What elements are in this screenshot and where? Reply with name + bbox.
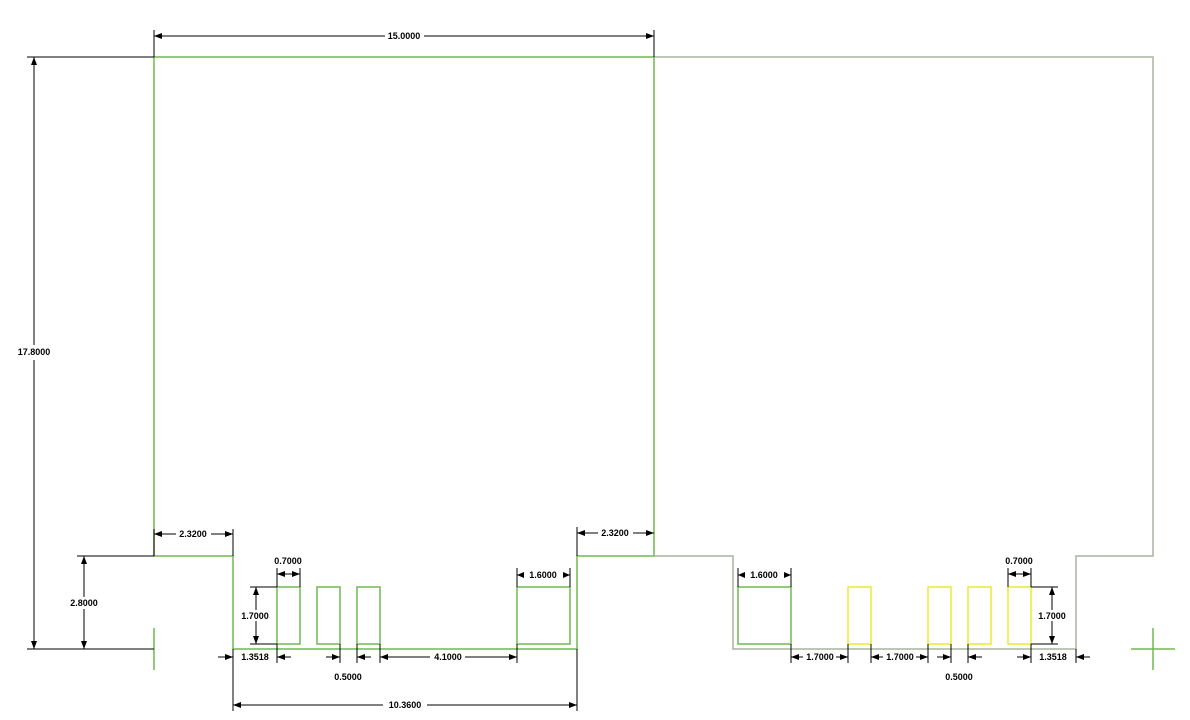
left-slot-group	[276, 586, 571, 645]
dim-left-slot-height: 1.7000	[241, 586, 277, 645]
dim-step-height-label: 2.8000	[70, 598, 98, 608]
dim-slot-to-pad-label: 4.1000	[434, 652, 462, 662]
dim-left-slot-gap-label: 0.5000	[334, 672, 362, 682]
dim-right-pad-width: 1.6000	[737, 568, 792, 587]
right-part-outline	[654, 56, 1154, 650]
dim-top-width-label: 15.0000	[388, 31, 421, 41]
dim-left-edge-gap-label: 1.3518	[241, 652, 269, 662]
dim-left-slot-width: 0.7000	[274, 556, 302, 587]
dim-left-offset: 2.3200	[153, 529, 234, 556]
dim-right-slot-height: 1.7000	[1031, 586, 1066, 645]
dim-right-slot-gap-b-label: 0.5000	[945, 672, 973, 682]
dim-tab-width: 10.3600	[232, 649, 578, 711]
dim-right-pad-to-slot-label: 1.7000	[806, 652, 834, 662]
left-slot-3	[356, 586, 381, 645]
dim-right-slot-width-label: 0.7000	[1005, 556, 1033, 566]
dim-right-slot-gap-a-label: 1.7000	[886, 652, 914, 662]
dim-left-pad-width-label: 1.6000	[529, 570, 557, 580]
dim-right-bottom-chain: 1.7000 1.7000 0.5000 1.3518	[790, 644, 1090, 682]
dim-left-slot-height-label: 1.7000	[241, 611, 269, 621]
right-slot-2	[927, 586, 952, 645]
dim-total-height: 17.8000	[18, 56, 154, 650]
left-slot-2	[316, 586, 341, 645]
right-slot-group	[737, 586, 1032, 645]
origin-crosshair-right-icon	[1131, 628, 1175, 670]
dim-step-height: 2.8000	[70, 555, 154, 649]
left-part-outline	[153, 56, 655, 650]
dim-right-offset-label: 2.3200	[601, 528, 629, 538]
dim-left-pad-width: 1.6000	[516, 568, 571, 587]
right-pad	[737, 586, 792, 645]
dim-left-slot-width-label: 0.7000	[274, 556, 302, 566]
dim-tab-width-label: 10.3600	[389, 700, 422, 710]
dim-right-slot-width: 0.7000	[1005, 556, 1033, 587]
right-slot-3	[967, 586, 992, 645]
dim-right-offset: 2.3200	[576, 527, 654, 556]
dim-right-edge-gap-label: 1.3518	[1039, 652, 1067, 662]
dim-right-slot-height-label: 1.7000	[1038, 611, 1066, 621]
dim-left-bottom-chain: 1.3518 0.5000 4.1000	[218, 644, 518, 682]
left-slot-1	[276, 586, 301, 645]
dim-top-width: 15.0000	[153, 30, 655, 57]
right-slot-4	[1007, 586, 1032, 645]
right-slot-1	[847, 586, 872, 645]
dim-left-offset-label: 2.3200	[179, 529, 207, 539]
left-pad	[516, 586, 571, 645]
dim-right-pad-width-label: 1.6000	[750, 570, 778, 580]
dim-total-height-label: 17.8000	[18, 347, 51, 357]
